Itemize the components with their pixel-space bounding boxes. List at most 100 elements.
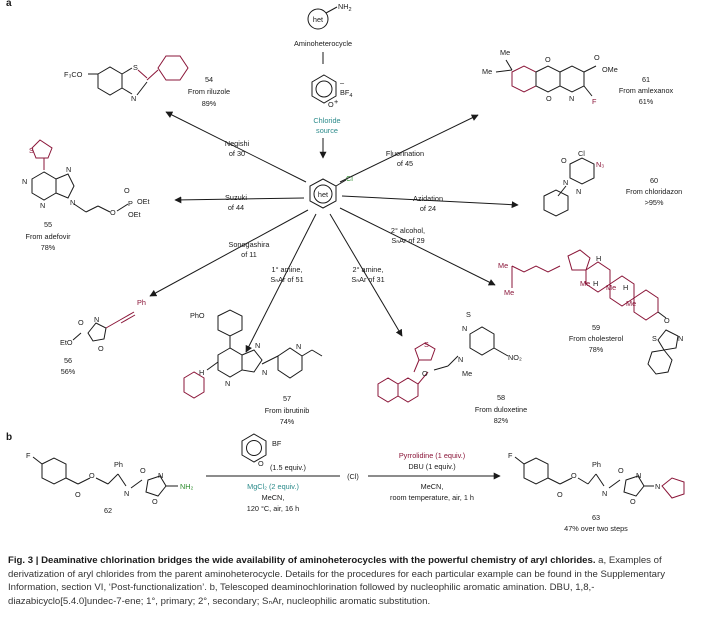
p63-yield: 47% over two steps	[564, 524, 628, 533]
svg-text:OEt: OEt	[137, 197, 150, 206]
p54-yield: 89%	[202, 99, 217, 108]
sonogashira-of: of 11	[241, 250, 257, 259]
p58-num: 58	[497, 393, 505, 402]
svg-text:O: O	[664, 316, 670, 325]
svg-text:O: O	[140, 466, 146, 475]
svg-text:O: O	[89, 471, 95, 480]
svg-text:O: O	[98, 344, 104, 353]
structure-63: F O O Ph N O N O N	[508, 451, 685, 506]
svg-text:N: N	[296, 342, 301, 351]
svg-text:N: N	[262, 368, 267, 377]
alcohol2-of: SₙAr of 29	[391, 236, 424, 245]
svg-text:P: P	[128, 199, 133, 208]
structure-59: Me Me H Me H Me H Me O N S	[498, 249, 683, 375]
svg-text:N: N	[569, 94, 574, 103]
svg-text:N: N	[158, 471, 163, 480]
svg-text:F: F	[592, 97, 597, 106]
svg-text:O: O	[124, 186, 130, 195]
p60-from: From chloridazon	[626, 187, 682, 196]
structure-54: F₃CO S N	[64, 55, 189, 103]
p61-num: 61	[642, 75, 650, 84]
svg-text:O: O	[328, 100, 334, 109]
svg-text:BF: BF	[272, 439, 282, 448]
svg-text:H: H	[623, 283, 628, 292]
p58-yield: 82%	[494, 416, 509, 425]
svg-text:N₃: N₃	[596, 160, 604, 169]
svg-text:O: O	[422, 369, 428, 378]
svg-text:Me: Me	[580, 279, 590, 288]
svg-text:Me: Me	[498, 261, 508, 270]
svg-text:H: H	[199, 368, 204, 377]
suzuki-of: of 44	[228, 203, 244, 212]
svg-text:Me: Me	[462, 369, 472, 378]
p58-from: From duloxetine	[475, 405, 527, 414]
amine1-label: 1° amine,	[272, 265, 303, 274]
svg-text:F₃CO: F₃CO	[64, 70, 83, 79]
step1-cond1: MgCl₂ (2 equiv.)	[247, 482, 299, 491]
p55-num: 55	[44, 220, 52, 229]
p59-yield: 78%	[589, 345, 604, 354]
p61-from: From amlexanox	[619, 86, 674, 95]
step1-reagent: (1.5 equiv.)	[270, 463, 306, 472]
svg-text:N: N	[131, 94, 136, 103]
svg-text:PhO: PhO	[190, 311, 205, 320]
structure-55: S N N N N O P O OEt OEt	[22, 139, 150, 219]
fluorination-of: of 45	[397, 159, 413, 168]
svg-text:N: N	[94, 315, 99, 324]
svg-text:O: O	[557, 490, 563, 499]
svg-text:N: N	[255, 341, 260, 350]
chloride-source-label-1: Chloride	[313, 116, 340, 125]
svg-text:Me: Me	[500, 48, 510, 57]
svg-text:O: O	[545, 55, 551, 64]
p60-num: 60	[650, 176, 658, 185]
svg-text:N: N	[462, 324, 467, 333]
arrow-alcohol2	[339, 207, 496, 286]
het-center-label: het	[318, 190, 328, 199]
figure-caption: Fig. 3 | Deaminative chlorination bridge…	[8, 554, 702, 608]
amine2-label: 2° amine,	[353, 265, 384, 274]
aminoheterocycle-structure: het NH2	[307, 2, 352, 30]
structure-60: Cl N₃ O N N	[543, 149, 604, 217]
suzuki-label: Suzuki	[225, 193, 247, 202]
svg-text:S: S	[466, 310, 471, 319]
step2-reagent1: Pyrrolidine (1 equiv.)	[399, 451, 465, 460]
aminoheterocycle-label: Aminoheterocycle	[294, 39, 352, 48]
intermediate-label: (Cl)	[347, 472, 359, 481]
svg-text:H: H	[593, 279, 598, 288]
svg-text:+: +	[334, 97, 338, 106]
panel-b-letter: b	[6, 432, 12, 443]
negishi-of: of 30	[229, 149, 245, 158]
svg-text:S: S	[133, 63, 138, 72]
arrow-amine2	[329, 213, 403, 337]
svg-text:OMe: OMe	[602, 65, 618, 74]
svg-text:Cl: Cl	[578, 149, 585, 158]
nh2-label: NH2	[338, 2, 352, 13]
amine2-of: SₙAr of 31	[351, 275, 384, 284]
arrow-amine1	[245, 213, 317, 353]
svg-text:N: N	[563, 178, 568, 187]
svg-text:N: N	[636, 471, 641, 480]
arrow-suzuki	[174, 196, 305, 204]
svg-text:S: S	[424, 340, 429, 349]
svg-text:Ph: Ph	[592, 460, 601, 469]
svg-text:O: O	[258, 459, 264, 468]
p59-from: From cholesterol	[569, 334, 624, 343]
svg-text:O: O	[152, 497, 158, 506]
p62-num: 62	[104, 506, 112, 515]
svg-text:NH₂: NH₂	[180, 482, 194, 491]
svg-text:NO₂: NO₂	[508, 353, 522, 362]
p54-from: From riluzole	[188, 87, 230, 96]
svg-text:Ph: Ph	[114, 460, 123, 469]
svg-text:N: N	[678, 334, 683, 343]
p55-from: From adefovir	[25, 232, 71, 241]
svg-text:N: N	[458, 355, 463, 364]
arrow-sonogashira	[149, 209, 309, 297]
structure-58: S O N Me N S NO₂	[377, 310, 522, 403]
step1-cond3: 120 °C, air, 16 h	[247, 504, 299, 513]
svg-text:Me: Me	[626, 299, 636, 308]
arrow-azidation	[341, 195, 519, 209]
svg-text:H: H	[596, 254, 601, 263]
svg-text:O: O	[571, 471, 577, 480]
svg-text:EtO: EtO	[60, 338, 73, 347]
cl-center-label: Cl	[346, 174, 353, 183]
